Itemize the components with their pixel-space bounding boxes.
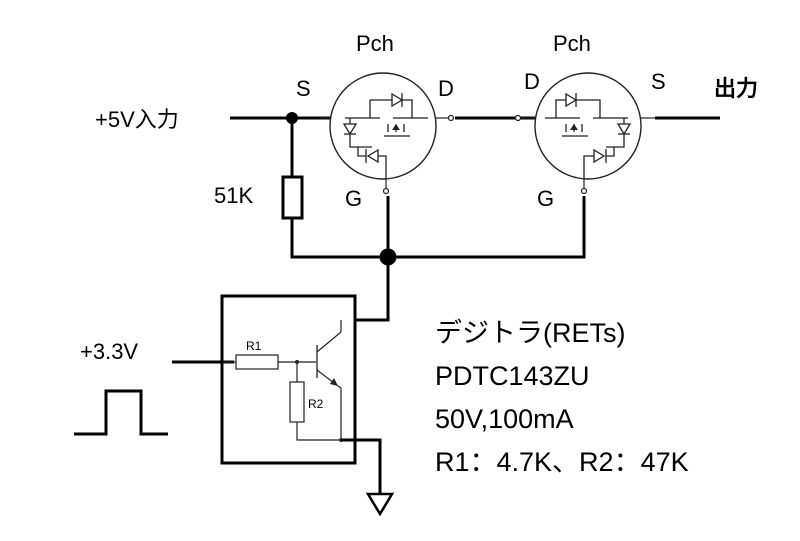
- mosfet2-gate-pin: [580, 187, 588, 195]
- mosfet1-body-diode: [391, 92, 404, 108]
- mosfet2-drain-pin: [514, 114, 522, 122]
- mosfet1: [320, 72, 455, 195]
- mosfet1-source-label: S: [296, 76, 311, 101]
- mosfet1-gate-pin: [382, 187, 390, 195]
- pullup-resistor: [281, 175, 304, 220]
- gate-bus-wire: [290, 196, 586, 259]
- mosfet1-gate-label: G: [345, 186, 362, 211]
- mosfet2: [514, 72, 656, 195]
- r1-resistor: [235, 354, 279, 370]
- mosfet2-drain-label: D: [524, 69, 540, 94]
- info-line-1: デジトラ(RETs): [435, 318, 626, 348]
- mosfet1-drain-pin: [447, 114, 455, 122]
- input-label: +5V入力: [95, 107, 179, 132]
- mosfet2-body-diode: [565, 92, 578, 108]
- ground-icon: [365, 492, 395, 517]
- output-label: 出力: [714, 76, 758, 101]
- signal-label: +3.3V: [80, 339, 138, 364]
- r2-resistor: [289, 381, 305, 423]
- mosfet1-drain-label: D: [438, 76, 454, 101]
- info-line-4: R1：4.7K、R2：47K: [435, 447, 689, 477]
- r1-label: R1: [246, 339, 262, 353]
- rets-package: [172, 294, 395, 517]
- r2-label: R2: [308, 397, 324, 411]
- info-line-2: PDTC143ZU: [435, 361, 590, 391]
- rets-box: [220, 294, 357, 465]
- collector-wire: [343, 257, 390, 322]
- pulse-signal-icon: [74, 389, 168, 436]
- mosfet2-source-label: S: [651, 69, 666, 94]
- mosfet2-type-label: Pch: [553, 31, 591, 56]
- mosfet1-type-label: Pch: [356, 31, 394, 56]
- resistor-label: 51K: [214, 183, 253, 208]
- ground-wire: [341, 438, 382, 494]
- mosfet2-gate-label: G: [537, 186, 554, 211]
- info-line-3: 50V,100mA: [435, 404, 574, 434]
